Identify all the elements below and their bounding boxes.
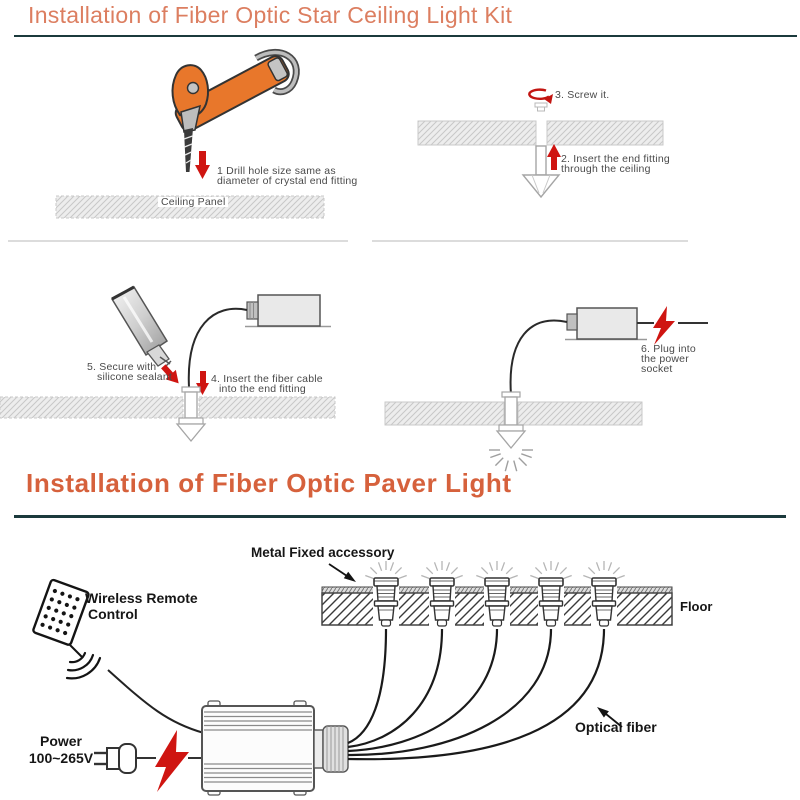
drill-icon: [171, 48, 300, 172]
light-rays-icon: [489, 449, 533, 472]
floor-label: Floor: [680, 599, 713, 614]
step2-line1: 2. Insert the end fitting: [561, 153, 670, 165]
step5-line2: silicone sealant: [97, 371, 172, 383]
crystal-end-fitting: [521, 145, 561, 199]
fiber-cable: [509, 319, 568, 396]
section2-divider: [14, 515, 786, 518]
step1-line2: diameter of crystal end fitting: [217, 175, 358, 187]
step5-note: 5. Secure with silicone sealant: [87, 361, 172, 383]
step4-line2: into the end fitting: [219, 383, 306, 395]
step1-note: 1 Drill hole size same as diameter of cr…: [217, 165, 358, 187]
lightning-icon: [653, 306, 675, 345]
ceiling-panel: [55, 195, 325, 219]
section1-title: Installation of Fiber Optic Star Ceiling…: [28, 2, 513, 28]
power-label: Power 100~265V: [18, 733, 104, 767]
arrow-down-icon: [161, 364, 179, 384]
arrow-down-icon: [196, 371, 209, 395]
optical-fibers: [347, 628, 606, 761]
rotate-arrow-icon: [528, 88, 553, 104]
light-engine-box: [201, 700, 349, 796]
step6-line2: the power: [641, 353, 689, 365]
remote-control: [32, 578, 90, 659]
crystal-end-fitting: [495, 391, 527, 450]
step6-note: 6. Plug into the power socket: [641, 343, 696, 375]
metal-accessory-arrow-icon: [328, 563, 356, 582]
step6-line3: socket: [641, 363, 673, 375]
power-plug-icon: [94, 743, 156, 774]
step1-line1: 1 Drill hole size same as: [217, 165, 336, 177]
power-line2: 100~265V: [28, 750, 94, 766]
arrow-up-icon: [547, 144, 561, 170]
step2-note: 2. Insert the end fitting through the ce…: [561, 153, 670, 175]
crystal-end-fitting: [175, 386, 207, 443]
ceiling-panel: [384, 401, 643, 426]
power-line1: Power: [39, 733, 82, 749]
step5-line1: 5. Secure with: [87, 361, 157, 373]
arrow-down-icon: [195, 151, 210, 179]
step4-note: 4. Insert the fiber cable into the end f…: [211, 373, 323, 395]
remote-wire: [107, 669, 205, 734]
wireless-remote-label: Wireless Remote Control: [85, 590, 198, 622]
light-engine-box: [245, 294, 331, 328]
signal-waves-icon: [65, 651, 102, 680]
lightning-icon: [155, 730, 189, 792]
fiber-cable: [187, 307, 248, 388]
ceiling-panel: [417, 120, 664, 146]
section1-divider: [14, 35, 797, 37]
step3-note: 3. Screw it.: [555, 89, 610, 101]
optical-fiber-label: Optical fiber: [575, 719, 657, 735]
metal-accessory-label: Metal Fixed accessory: [251, 545, 395, 560]
step4-line1: 4. Insert the fiber cable: [211, 373, 323, 385]
section2-title: Installation of Fiber Optic Paver Light: [26, 468, 512, 498]
remote-line1: Wireless Remote: [85, 590, 198, 606]
sealant-tube-icon: [110, 285, 172, 369]
ceiling-panel: [0, 396, 336, 419]
step6-line1: 6. Plug into: [641, 343, 696, 355]
optical-fiber-arrow-icon: [597, 707, 623, 728]
remote-line2: Control: [88, 606, 138, 622]
light-engine-box: [565, 307, 647, 341]
step2-line2: through the ceiling: [561, 163, 651, 175]
end-fitting-tip: [534, 102, 548, 112]
ceiling-panel-label: Ceiling Panel: [158, 197, 229, 207]
